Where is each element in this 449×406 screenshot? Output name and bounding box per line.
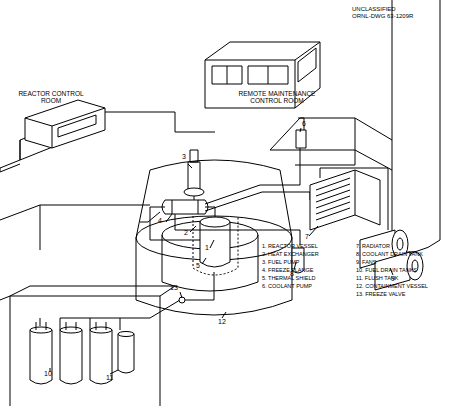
callout-number: 13 <box>170 284 178 292</box>
key-entry: 12. CONTAINMENT VESSEL <box>356 283 428 289</box>
drawing-number: ORNL-DWG 63-1209R <box>352 13 413 20</box>
key-entry: 9. FANS <box>356 259 376 265</box>
callout-number: 11 <box>106 374 113 382</box>
key-entry: 3. FUEL PUMP <box>262 259 299 265</box>
callout-number: 6 <box>302 120 306 128</box>
callout-number: 7 <box>305 233 309 241</box>
key-entry: 10. FUEL DRAIN TANKS <box>356 267 417 273</box>
key-entry: 11. FLUSH TANK <box>356 275 399 281</box>
callout-number: 4 <box>158 217 162 225</box>
room-label: REMOTE MAINTENANCE CONTROL ROOM <box>236 90 318 105</box>
key-entry: 2. HEAT EXCHANGER <box>262 251 319 257</box>
callout-number: 5 <box>196 262 200 270</box>
callout-number: 1 <box>205 244 209 252</box>
callout-number: 10 <box>44 370 52 378</box>
room-label: REACTOR CONTROL ROOM <box>16 90 86 105</box>
key-entry: 1. REACTOR VESSEL <box>262 243 318 249</box>
callout-number: 3 <box>182 153 186 161</box>
key-entry: 5. THERMAL SHIELD <box>262 275 316 281</box>
classification-mark: UNCLASSIFIED <box>352 6 396 13</box>
callout-number: 12 <box>218 318 226 326</box>
key-entry: 6. COOLANT PUMP <box>262 283 312 289</box>
key-entry: 4. FREEZE FLANGE <box>262 267 313 273</box>
key-entry: 13. FREEZE VALVE <box>356 291 405 297</box>
key-entry: 7. RADIATOR <box>356 243 390 249</box>
key-entry: 8. COOLANT DRAIN TANK <box>356 251 423 257</box>
callout-number: 2 <box>184 229 188 237</box>
